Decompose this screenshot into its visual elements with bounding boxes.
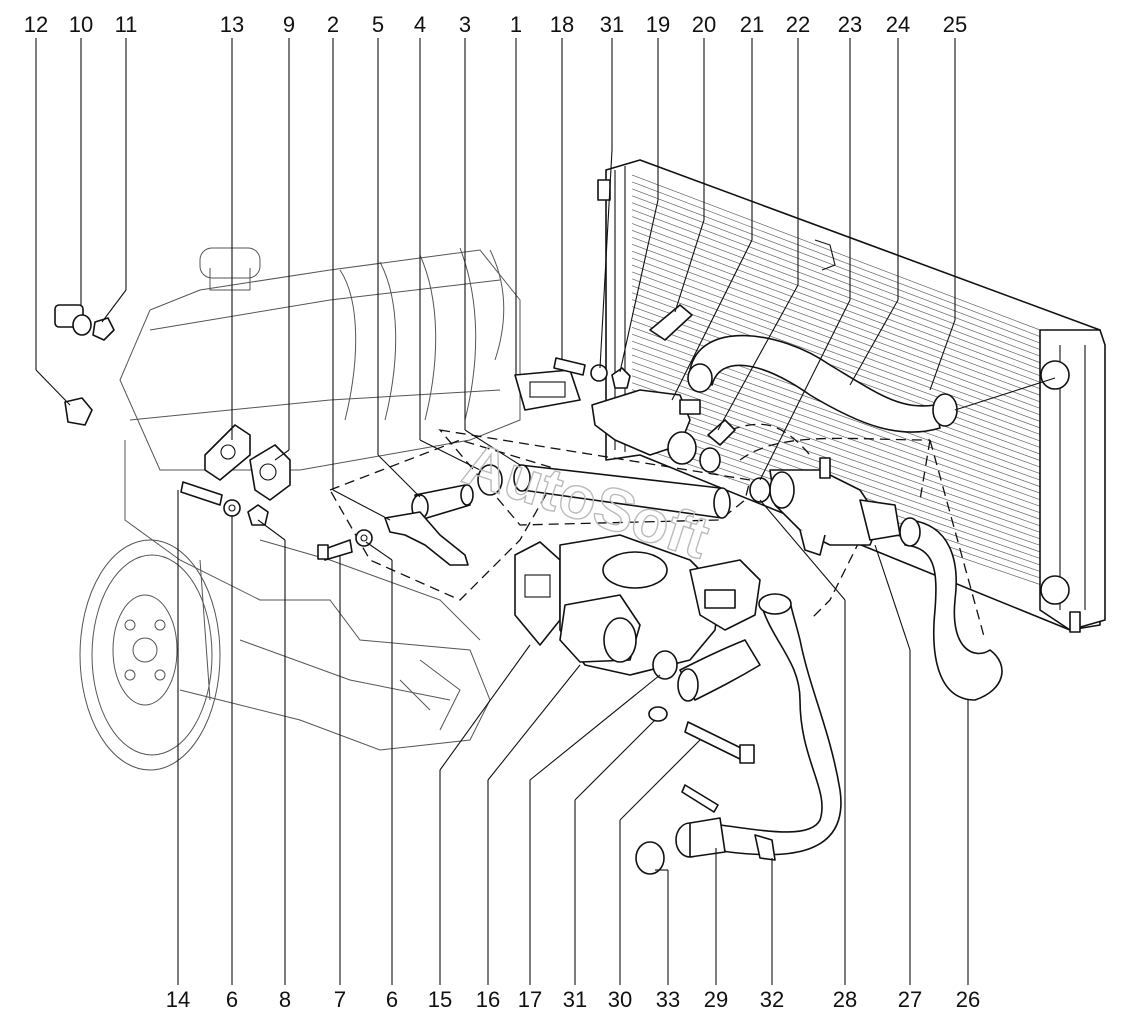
radiator-fin [631,271,1041,422]
callout-7: 7 [334,987,346,1012]
callout-6-left: 6 [226,987,238,1012]
callout-19: 19 [646,12,670,37]
callout-24: 24 [886,12,910,37]
leader-lines [35,38,1056,985]
callout-4: 4 [414,12,426,37]
callout-18: 18 [550,12,574,37]
callout-16: 16 [476,987,500,1012]
assembly-outlines [329,423,986,641]
callout-31-bottom: 31 [563,987,587,1012]
callout-1: 1 [510,12,522,37]
fasteners [54,304,958,875]
callout-12: 12 [24,12,48,37]
callout-31-top: 31 [600,12,624,37]
callout-15: 15 [428,987,452,1012]
radiator-fin [631,403,1041,546]
water-pump [514,534,761,676]
radiator-fin [631,195,1041,350]
callout-26: 26 [956,987,980,1012]
callout-30: 30 [608,987,632,1012]
callout-17: 17 [518,987,542,1012]
radiator-fin [631,223,1041,377]
radiator-fin [631,250,1041,403]
callout-13: 13 [220,12,244,37]
callout-22: 22 [786,12,810,37]
callout-10: 10 [69,12,93,37]
radiator-fin [631,181,1041,337]
radiator-fin [631,278,1041,429]
callout-labels-bottom: 14 6 8 7 6 15 16 17 31 30 33 29 32 28 27… [166,987,980,1012]
radiator-fin [631,216,1041,370]
radiator-fin [631,285,1041,435]
callout-23: 23 [838,12,862,37]
callout-11: 11 [115,12,138,37]
callout-8: 8 [279,987,291,1012]
radiator-fin [631,209,1041,363]
callout-32: 32 [760,987,784,1012]
radiator-fin [631,368,1041,514]
callout-33: 33 [656,987,680,1012]
callout-21: 21 [740,12,764,37]
radiator-fin [631,257,1041,409]
callout-3: 3 [459,12,471,37]
callout-9: 9 [283,12,295,37]
callout-20: 20 [692,12,716,37]
callout-labels-top: 12 10 11 13 9 2 5 4 3 1 18 31 19 20 21 2… [24,12,967,37]
callout-28: 28 [833,987,857,1012]
callout-29: 29 [704,987,728,1012]
radiator-fin [631,188,1041,344]
radiator-fin [631,243,1041,396]
radiator-fin [631,236,1041,390]
radiator-fin [631,264,1041,416]
callout-6-right: 6 [386,987,398,1012]
callout-27: 27 [898,987,922,1012]
callout-5: 5 [372,12,384,37]
radiator-fin [631,202,1041,357]
radiator-fin [631,292,1041,442]
radiator-fin [631,174,1041,331]
coolant-hoses [411,334,1003,858]
callout-25: 25 [943,12,967,37]
radiator-fin [631,396,1041,540]
radiator-fin [631,230,1041,383]
callout-14: 14 [166,987,190,1012]
callout-2: 2 [327,12,339,37]
